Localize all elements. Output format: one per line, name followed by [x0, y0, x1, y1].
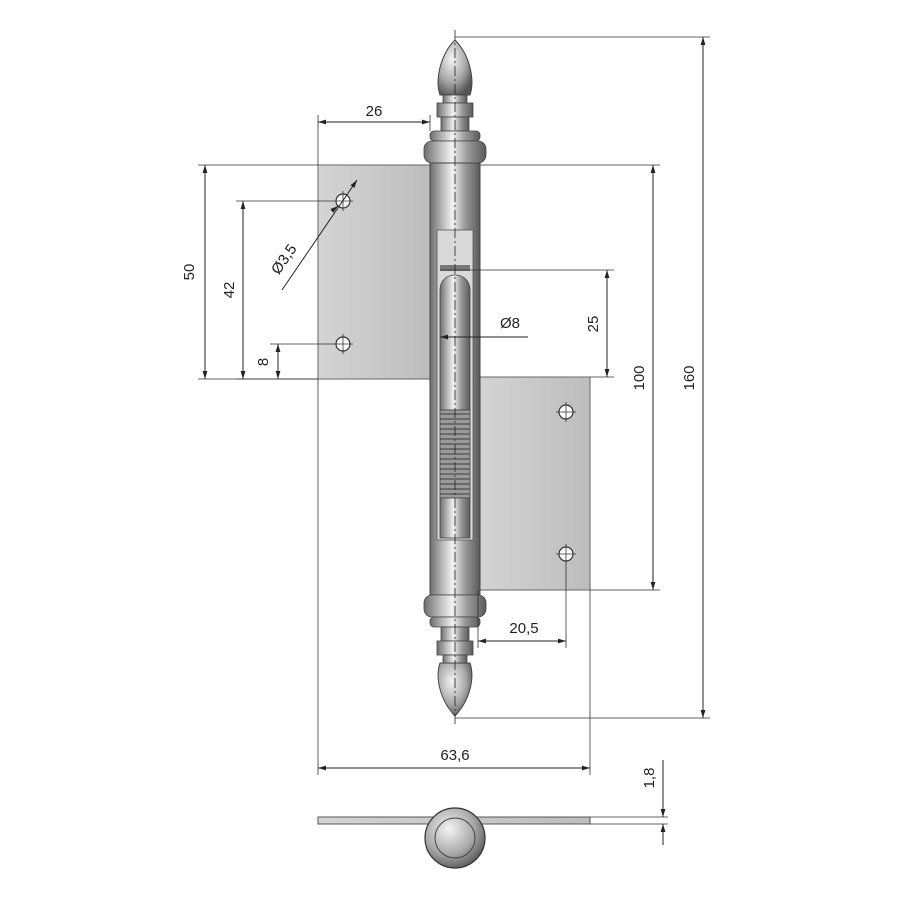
side-view: 1,8	[317, 760, 668, 869]
dim-50: 50	[181, 164, 318, 380]
dim-label-thickness: 1,8	[641, 768, 658, 789]
dim-25: 25	[440, 269, 614, 378]
dim-label-pin-diameter: Ø8	[500, 315, 520, 332]
dim-label-hole-offset: 20,5	[509, 620, 538, 637]
dim-label-leaf-height: 50	[181, 264, 198, 281]
lower-leaf	[477, 376, 591, 591]
dim-42: 42	[221, 200, 333, 380]
dim-pin-diameter: Ø8	[440, 315, 528, 340]
dim-label-overall-width: 63,6	[440, 747, 469, 764]
dim-label-hole-spacing: 42	[221, 282, 238, 299]
dim-label-pin-insert: 25	[585, 316, 602, 333]
dim-20-5: 20,5	[477, 564, 567, 648]
hinge-barrel	[423, 30, 487, 725]
dim-8: 8	[255, 343, 333, 379]
dim-63-6: 63,6	[317, 379, 591, 775]
upper-leaf	[317, 164, 431, 380]
dim-label-lower-leaf-height: 100	[631, 365, 648, 390]
dim-label-overall-height: 160	[681, 365, 698, 390]
dim-26: 26	[317, 103, 431, 165]
dim-100: 100	[480, 164, 660, 591]
dim-label-leaf-offset: 26	[366, 103, 383, 120]
dim-label-hole-edge: 8	[255, 358, 272, 366]
dim-label-hole-diameter: Ø3,5	[268, 241, 301, 277]
dim-160: 160	[455, 36, 710, 719]
